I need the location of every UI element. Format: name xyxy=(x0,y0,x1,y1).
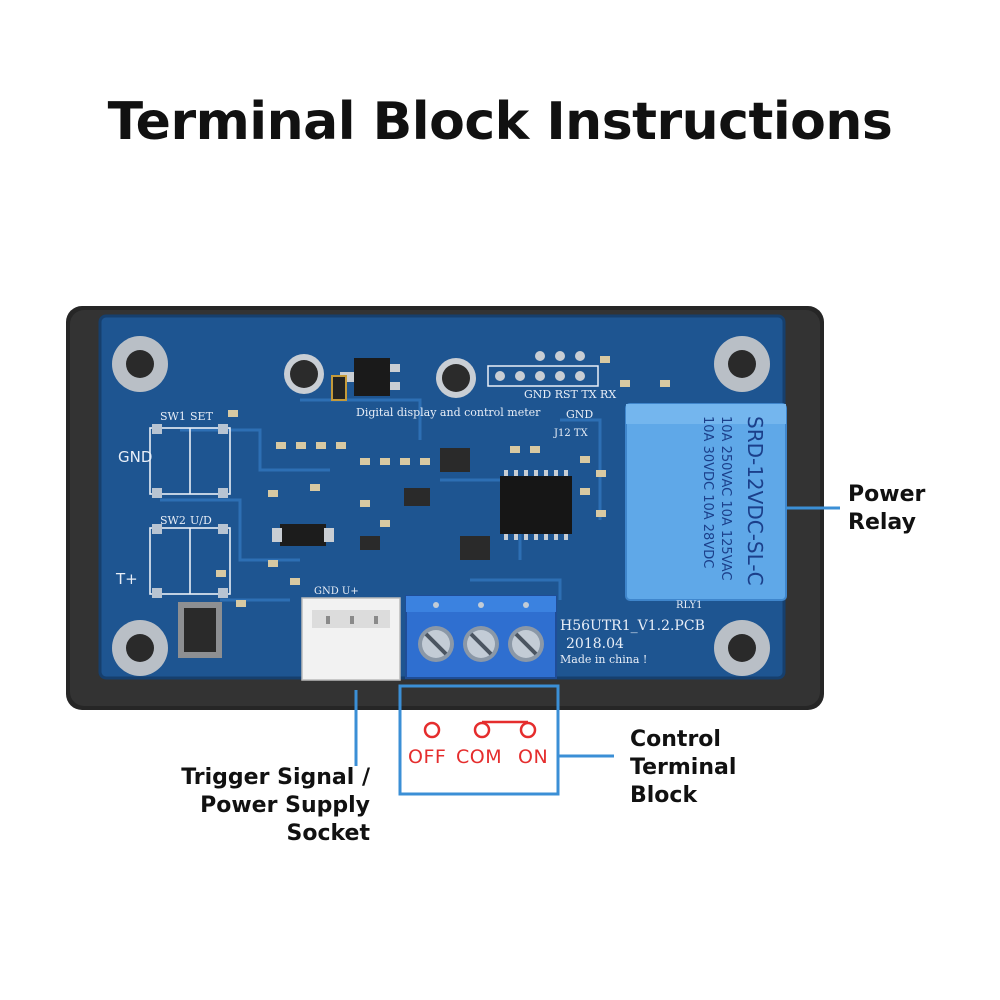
signal-socket xyxy=(301,597,401,681)
capacitor-c2 xyxy=(436,358,476,398)
terminal-callout-box xyxy=(398,684,560,796)
mounting-hole-tl xyxy=(112,336,168,392)
pin-label-on: ON xyxy=(518,746,549,768)
mounting-hole-bl xyxy=(112,620,168,676)
silkscreen-text: 10A 30VDC 10A 28VDC xyxy=(700,416,715,568)
mounting-hole-br xyxy=(714,620,770,676)
silkscreen-text: GND xyxy=(566,408,593,421)
silkscreen-text: 2018.04 xyxy=(566,636,624,652)
silkscreen-text: Digital display and control meter xyxy=(356,406,541,419)
silkscreen-text: SET xyxy=(190,410,214,423)
power-relay: SRD-12VDC-SL-C 10A 250VAC 10A 125VAC 10A… xyxy=(625,403,787,601)
silkscreen-text: SW2 xyxy=(160,514,186,527)
silkscreen-text: U/D xyxy=(190,514,212,527)
trigger-socket-label: Trigger Signal / Power Supply Socket xyxy=(181,765,370,846)
pin-label-com: COM xyxy=(456,746,503,768)
silkscreen-text: T+ xyxy=(115,570,138,588)
pcb xyxy=(100,316,784,678)
switch-symbol xyxy=(423,720,537,739)
silkscreen-text: J12 TX xyxy=(553,428,589,439)
capacitor-c1 xyxy=(284,354,324,394)
button-sw1 xyxy=(149,427,231,495)
power-relay-label: Power Relay xyxy=(848,482,926,535)
button-sw2 xyxy=(149,527,231,595)
silkscreen-text: GND U+ xyxy=(314,586,359,597)
microcontroller-ic xyxy=(500,470,572,540)
diode xyxy=(280,524,326,546)
control-terminal-label: Control Terminal Block xyxy=(630,727,737,808)
silkscreen-text: SW1 xyxy=(160,410,186,423)
voltage-regulator xyxy=(354,358,390,396)
control-terminal-block xyxy=(405,595,557,679)
silkscreen-text: H56UTR1_V1.2.PCB xyxy=(560,618,705,634)
programming-header xyxy=(487,351,599,387)
mounting-hole-tr xyxy=(714,336,770,392)
silkscreen-text: Made in china ! xyxy=(560,653,647,666)
silkscreen-text: GND RST TX RX xyxy=(524,388,616,401)
silkscreen-text: RLY1 xyxy=(676,600,703,611)
pin-label-off: OFF xyxy=(408,746,447,768)
silkscreen-text: 10A 250VAC 10A 125VAC xyxy=(718,416,733,581)
silkscreen-text: GND xyxy=(118,448,152,466)
page-title: Terminal Block Instructions xyxy=(107,92,893,152)
silkscreen-text: SRD-12VDC-SL-C xyxy=(743,416,767,586)
